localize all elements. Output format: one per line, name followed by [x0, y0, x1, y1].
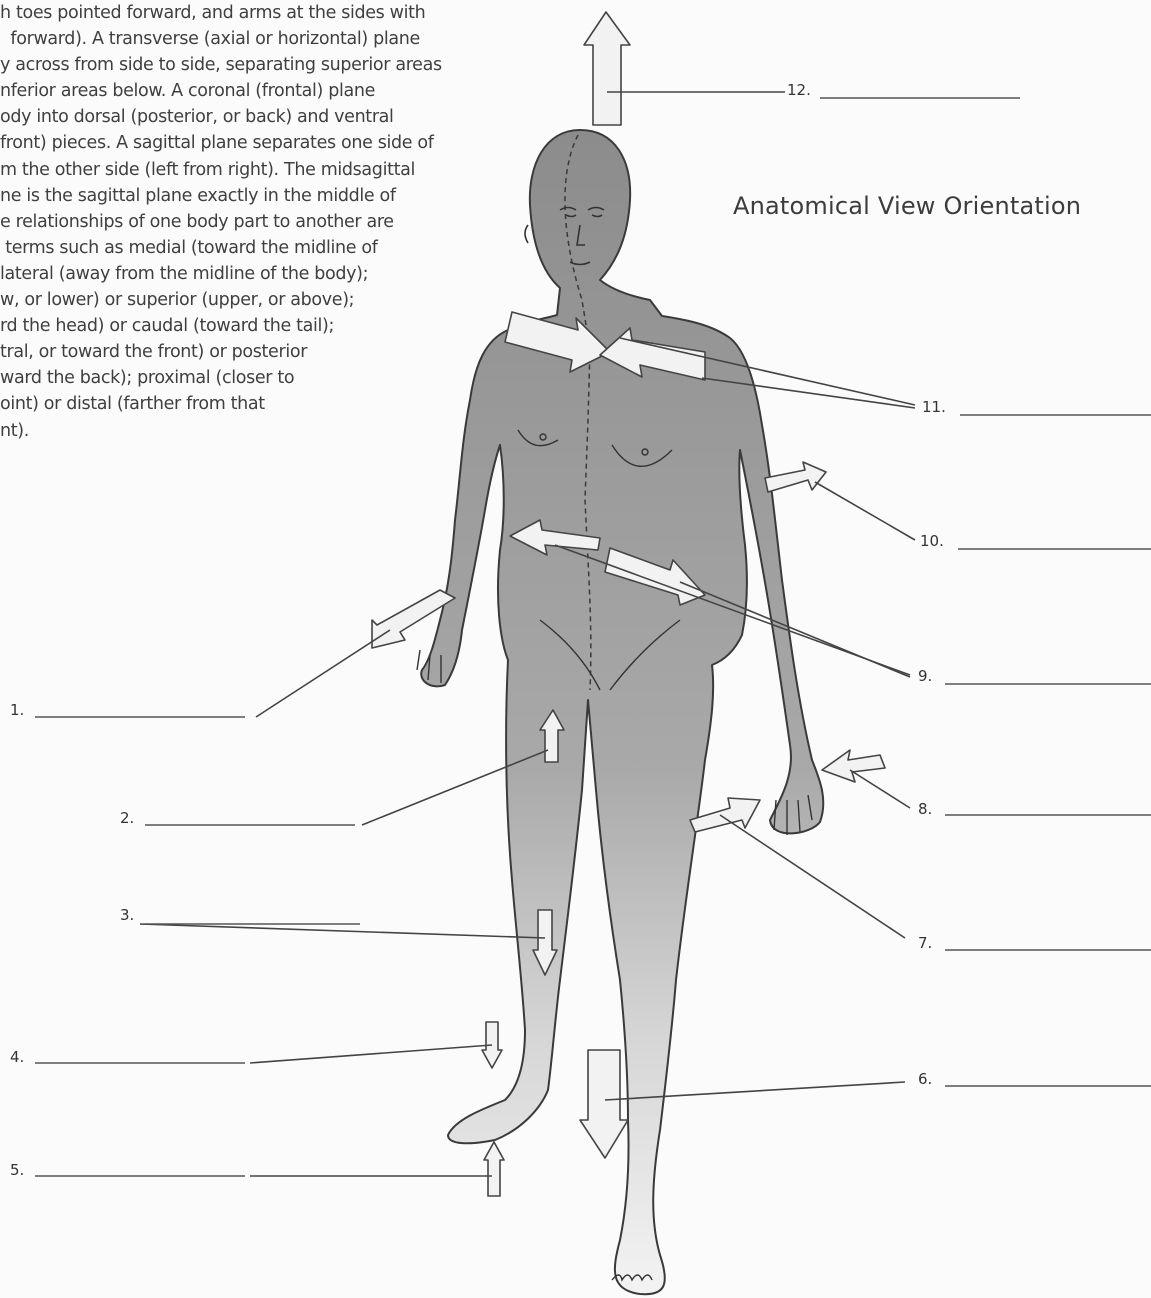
label-5: 5.: [10, 1161, 24, 1179]
label-12: 12.: [787, 81, 811, 99]
label-6: 6.: [918, 1070, 932, 1088]
arrow-7: [690, 798, 760, 832]
leader-7: [720, 815, 905, 938]
leader-3: [140, 924, 545, 938]
label-1: 1.: [10, 701, 24, 719]
label-4: 4.: [10, 1048, 24, 1066]
leader-10: [815, 482, 915, 540]
label-10: 10.: [920, 532, 944, 550]
leader-4: [250, 1045, 492, 1063]
arrow-6: [580, 1050, 628, 1158]
label-3: 3.: [120, 906, 134, 924]
arrow-10: [765, 462, 826, 492]
label-9: 9.: [918, 667, 932, 685]
label-7: 7.: [918, 934, 932, 952]
leader-8: [850, 770, 910, 808]
leader-1: [256, 630, 390, 717]
label-numbers: 1. 2. 3. 4. 5. 6. 7. 8. 9. 10. 11. 12.: [10, 81, 946, 1179]
label-8: 8.: [918, 800, 932, 818]
arrow-5: [484, 1142, 504, 1196]
label-11: 11.: [922, 398, 946, 416]
arrow-8: [822, 750, 885, 782]
label-2: 2.: [120, 809, 134, 827]
arrow-12-up: [584, 12, 630, 125]
